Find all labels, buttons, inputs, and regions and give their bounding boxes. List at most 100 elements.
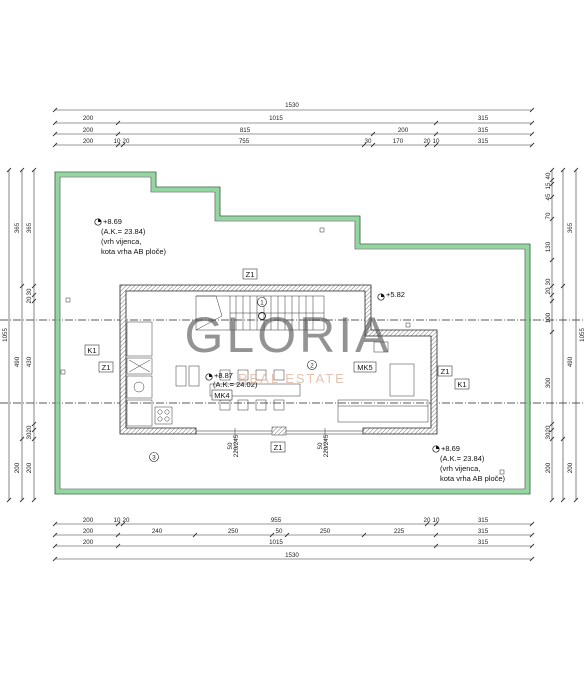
sill-left-width: 50 [227,442,234,449]
right-dim-inner-e: 130 [545,241,552,252]
left-dim-inner-a: 365 [26,222,33,233]
top-dimension-lines [52,107,535,148]
right-dim-inner-h: 100 [545,312,552,323]
bottom-dim-2-c: 250 [228,528,239,535]
bottom-dim-1-g: 315 [478,517,489,524]
top-dim-4-d: 755 [239,138,250,145]
right-dim-inner-d: 70 [545,212,552,219]
level-marker-interior: +8.87 (A.K.= 24.02) [205,371,258,389]
kitchen-furniture [126,321,429,427]
room-number-markers [149,297,317,462]
right-dim-inner-b: 15 [545,182,552,189]
staircase [195,295,325,331]
sill-right-width: 50 [317,442,324,449]
roof-left-level: +8.69 [103,217,122,226]
bottom-dimension-lines [52,521,535,562]
right-dim-inner-a: 40 [545,172,552,179]
room-number-1: 1 [260,300,264,307]
bottom-dim-1-b: 10 [114,517,121,524]
watermark: GLORIA REAL ESTATE [185,307,392,386]
left-dim-outer-c: 200 [14,462,21,473]
bottom-dim-2-f: 225 [394,528,405,535]
label-mk5: MK5 [357,363,372,372]
left-dim-inner-b: 30 [26,288,33,295]
interior-ak: (A.K.= 24.02) [213,380,258,389]
room-number-2: 2 [310,363,314,370]
bottom-dim-2-e: 250 [320,528,331,535]
interior-level: +8.87 [214,371,233,380]
openings [60,227,505,475]
bottom-dim-3-b: 1015 [269,539,283,546]
top-dim-4-g: 20 [424,138,431,145]
bottom-dim-1-a: 200 [83,517,94,524]
element-labels [84,268,470,453]
left-dim-inner-d: 430 [26,356,33,367]
bottom-dim-total: 1530 [285,552,299,559]
left-dim-inner-f: 30 [26,432,33,439]
label-mk4: MK4 [214,391,229,400]
top-dim-4-h: 10 [433,138,440,145]
top-dim-3-c: 200 [398,127,409,134]
label-k1-right: K1 [457,380,466,389]
right-dimension-lines [549,167,579,503]
top-dim-2-c: 315 [478,115,489,122]
top-dim-4-b: 10 [114,138,121,145]
left-dim-inner-c: 20 [26,296,33,303]
left-dim-outer-b: 490 [14,356,21,367]
top-dim-4-i: 315 [478,138,489,145]
stair-level: +5.82 [386,290,405,299]
top-dim-3-d: 315 [478,127,489,134]
level-marker-roof-left: +8.69 (A.K.= 23.84) (vrh vijenca, kota v… [94,217,167,256]
right-dim-inner-i: 300 [545,377,552,388]
section-cut-lines [0,319,585,404]
roof-left-ak: (A.K.= 23.84) [101,227,146,236]
top-dim-2-b: 1015 [269,115,283,122]
bottom-dim-2-b: 240 [152,528,163,535]
right-dim-inner-f: 30 [545,278,552,285]
top-dim-3-b: 815 [240,127,251,134]
bottom-dim-1-d: 955 [271,517,282,524]
left-dim-outer-a: 365 [14,222,21,233]
level-marker-stair: +5.82 [377,290,405,301]
label-k1-left: K1 [87,346,96,355]
bottom-dim-2-g: 315 [478,528,489,535]
bottom-dim-1-e: 20 [424,517,431,524]
label-z1-bottom: Z1 [274,443,283,452]
right-dim-inner-c: 45 [545,193,552,200]
right-dim-inner-g: 20 [545,287,552,294]
bottom-dim-1-c: 20 [123,517,130,524]
right-dim-inner-l: 200 [545,462,552,473]
terrace-outline [54,171,531,495]
left-dimension-lines [6,167,37,503]
bottom-dim-1-f: 10 [433,517,440,524]
top-dim-4-c: 20 [123,138,130,145]
top-dim-4-a: 200 [83,138,94,145]
right-dim-total: 1055 [579,328,585,342]
left-dim-total: 1055 [2,328,9,342]
right-dim-inner-j: 20 [545,425,552,432]
top-dim-3-a: 200 [83,127,94,134]
label-z1-top: Z1 [246,270,255,279]
left-dim-inner-g: 200 [26,462,33,473]
top-dim-total: 1530 [285,102,299,109]
watermark-subtitle: REAL ESTATE [238,371,346,386]
bottom-dim-2-a: 200 [83,528,94,535]
bottom-dim-3-c: 315 [478,539,489,546]
label-z1-left: Z1 [102,363,111,372]
label-z1-right: Z1 [441,367,450,376]
top-dim-2-a: 200 [83,115,94,122]
right-dim-outer-a: 365 [567,222,574,233]
roof-right-level: +8.69 [441,444,460,453]
left-dim-inner-e: 20 [26,425,33,432]
right-dim-outer-b: 490 [567,356,574,367]
right-dim-inner-k: 30 [545,432,552,439]
roof-left-note1: (vrh vijenca, [101,237,141,246]
bottom-dim-3-a: 200 [83,539,94,546]
level-marker-roof-right: +8.69 (A.K.= 23.84) (vrh vijenca, kota v… [432,444,506,483]
room-number-3: 3 [152,455,156,462]
watermark-brand: GLORIA [185,307,392,363]
roof-right-note2: kota vrha AB ploče) [440,474,506,483]
right-dim-outer-c: 200 [567,462,574,473]
roof-right-note1: (vrh vijenca, [440,464,480,473]
